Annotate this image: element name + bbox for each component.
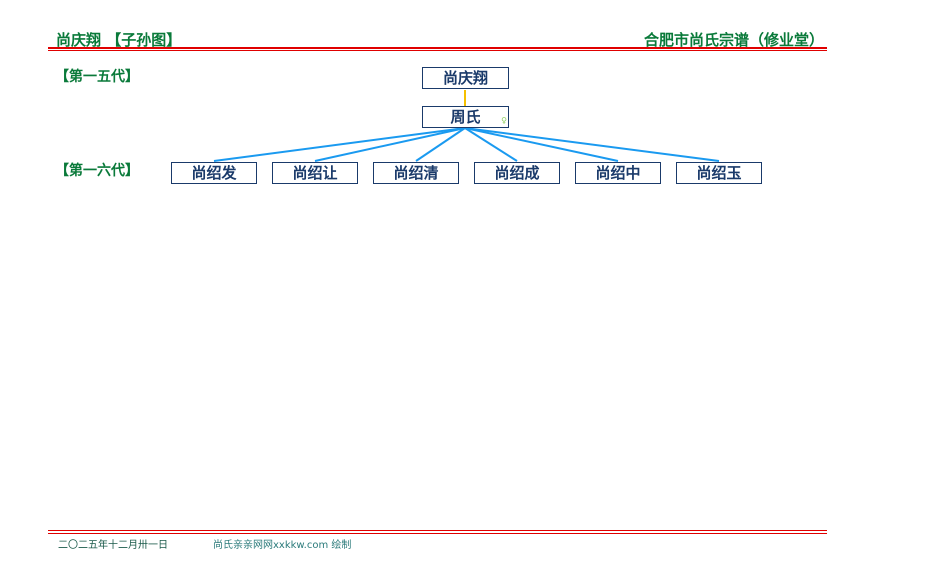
- female-icon: ♀: [501, 116, 507, 125]
- footer-divider: [48, 530, 827, 531]
- page-title: 尚庆翔 【子孙图】: [56, 31, 182, 49]
- person-box-child[interactable]: 尚绍清: [373, 162, 459, 184]
- genealogy-title: 合肥市尚氏宗谱（修业堂）: [643, 31, 824, 49]
- header-divider-thin: [48, 50, 827, 51]
- child-connector: [314, 127, 466, 162]
- generation-label-16: 【第一六代】: [55, 163, 139, 179]
- child-connector: [464, 127, 518, 162]
- person-box-spouse[interactable]: 周氏 ♀: [422, 106, 509, 128]
- footer-credit: 尚氏亲亲网网xxkkw.com 绘制: [213, 540, 352, 551]
- person-box-child[interactable]: 尚绍玉: [676, 162, 762, 184]
- generation-label-15: 【第一五代】: [55, 69, 139, 85]
- person-box-child[interactable]: 尚绍让: [272, 162, 358, 184]
- child-connector: [464, 127, 619, 162]
- spouse-name: 周氏: [450, 108, 481, 126]
- child-connector: [213, 127, 466, 162]
- person-box-child[interactable]: 尚绍中: [575, 162, 661, 184]
- person-box-child[interactable]: 尚绍成: [474, 162, 560, 184]
- footer-divider-2: [48, 533, 827, 534]
- person-box-child[interactable]: 尚绍发: [171, 162, 257, 184]
- header-divider: [48, 47, 827, 49]
- footer-date: 二〇二五年十二月卅一日: [58, 540, 168, 551]
- child-connector: [415, 127, 466, 162]
- child-connector: [464, 127, 720, 162]
- person-box-root[interactable]: 尚庆翔: [422, 67, 509, 89]
